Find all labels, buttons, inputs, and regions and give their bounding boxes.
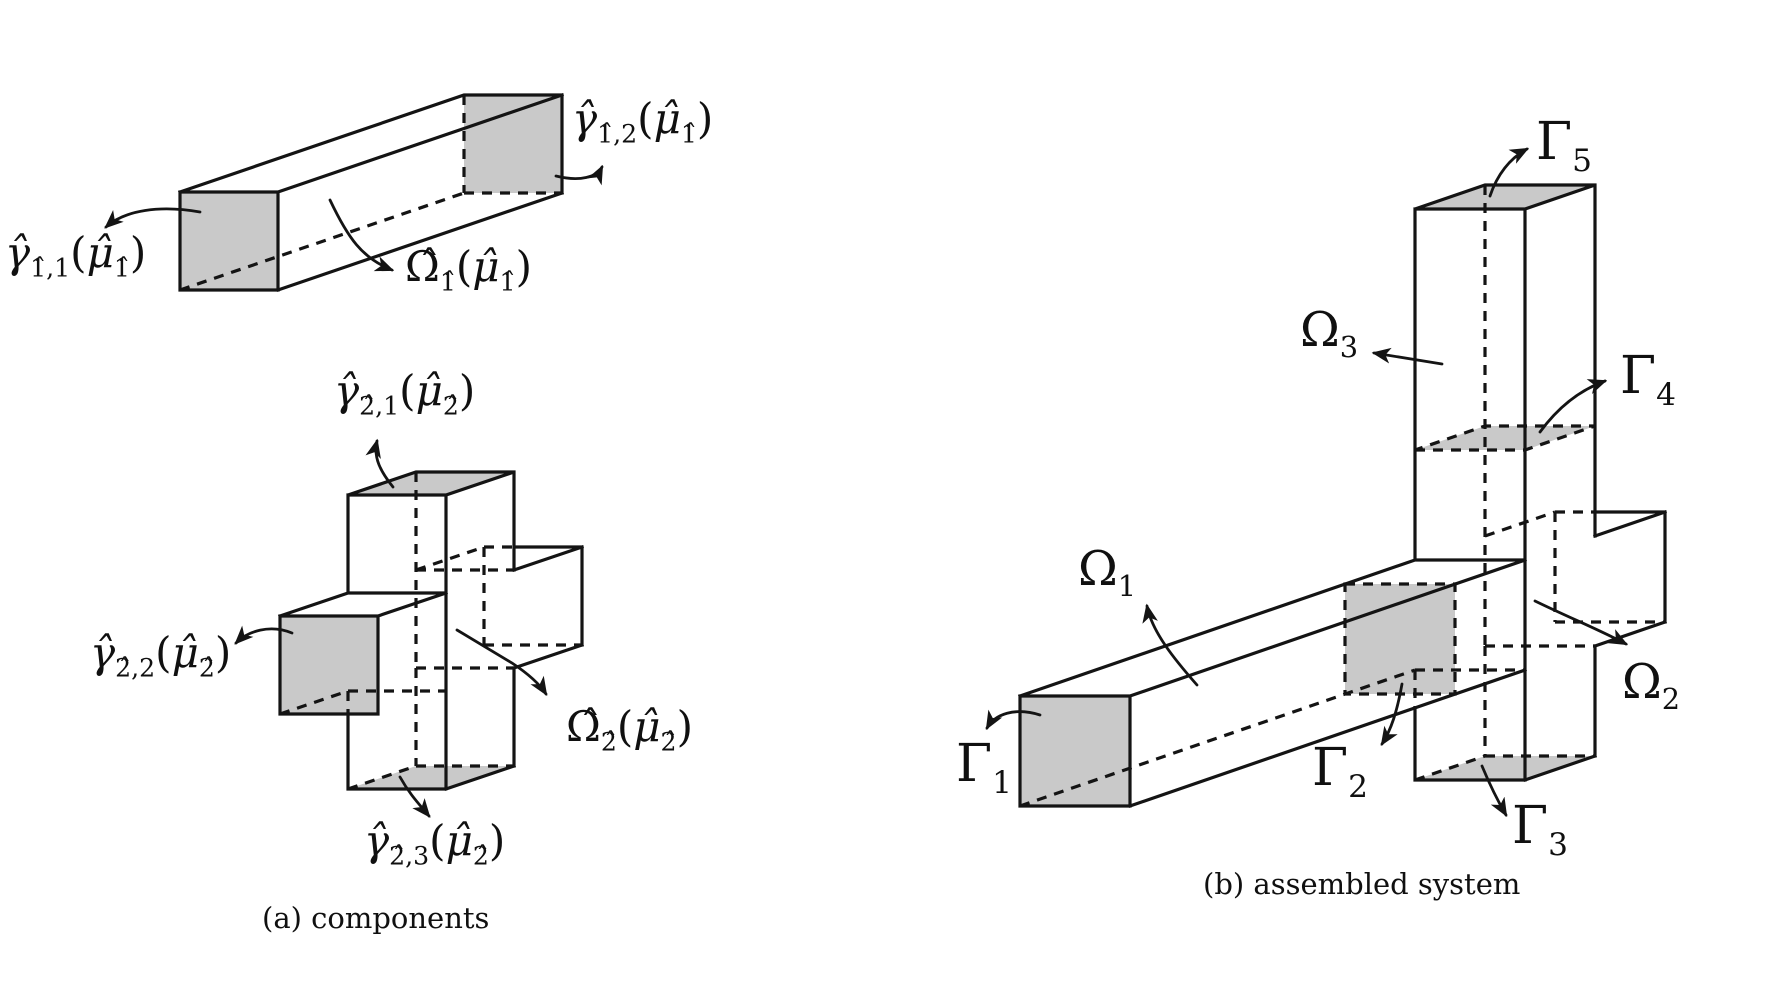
assembly-solid-edges	[1017, 183, 1668, 809]
gamma-1-2-face	[464, 95, 562, 193]
caption-b: (b) assembled system	[1203, 867, 1521, 901]
component-1-beam	[177, 92, 565, 293]
leader-arrows	[104, 147, 1629, 818]
big-omega-2-label: Ω2	[1622, 654, 1681, 716]
gamma-2-3-face	[348, 766, 514, 789]
big-gamma-4-arrow	[1538, 379, 1608, 434]
gamma-2-3-label: γ̂2̂,3(μ̂2̂)	[364, 816, 506, 871]
gamma-1-2-arrow	[554, 164, 604, 186]
interface-gamma-1-face	[1020, 696, 1130, 806]
big-gamma-3-label: Γ3	[1512, 796, 1568, 863]
interface-gamma-5-face	[1415, 185, 1595, 209]
omega-2-hat-label: Ω̂2̂(μ̂2̂)	[566, 702, 693, 757]
caption-a: (a) components	[262, 901, 490, 935]
big-omega-1-label: Ω1	[1078, 541, 1137, 603]
big-gamma-1-arrow	[985, 709, 1042, 731]
gamma-2-2-face	[280, 616, 378, 714]
gamma-2-3-arrow	[398, 775, 431, 818]
gamma-2-1-face	[348, 472, 514, 495]
gamma-1-1-label: γ̂1̂,1(μ̂1̂)	[5, 228, 147, 283]
big-gamma-1-label: Γ1	[956, 734, 1012, 801]
big-omega-2-arrow	[1533, 599, 1629, 646]
interface-gamma-4-face	[1415, 426, 1595, 450]
component-1-hidden-edges	[179, 95, 562, 292]
gamma-2-1-arrow	[365, 438, 395, 489]
assembled-system	[1017, 183, 1668, 809]
interface-gamma-3-face	[1415, 756, 1595, 780]
big-omega-3-arrow	[1371, 347, 1444, 366]
component-1-solid-edges	[177, 92, 565, 293]
big-gamma-4-label: Γ4	[1620, 346, 1676, 413]
gamma-2-1-label: γ̂2̂,1(μ̂2̂)	[334, 366, 476, 421]
big-gamma-2-label: Γ2	[1312, 738, 1368, 805]
component-2-solid-edges	[277, 470, 585, 792]
gamma-2-2-arrow	[234, 625, 294, 645]
omega-1-hat-label: Ω̂1̂(μ̂1̂)	[405, 242, 532, 297]
assembly-hidden-edges	[1019, 185, 1665, 808]
big-gamma-3-arrow	[1480, 764, 1508, 818]
big-gamma-5-label: Γ5	[1536, 112, 1592, 179]
interface-gamma-2-face	[1345, 584, 1455, 694]
component-2-junction	[277, 470, 585, 792]
gamma-1-2-label: γ̂1̂,2(μ̂1̂)	[572, 94, 714, 149]
big-omega-1-arrow	[1142, 603, 1199, 687]
big-omega-3-label: Ω3	[1300, 302, 1359, 364]
gamma-1-1-face	[180, 192, 278, 290]
big-gamma-5-arrow	[1488, 147, 1530, 198]
gamma-1-1-arrow	[104, 207, 202, 229]
omega-1-hat-arrow	[328, 198, 395, 272]
omega-2-hat-arrow	[455, 628, 548, 697]
big-gamma-2-arrow	[1380, 682, 1404, 746]
gamma-2-2-label: γ̂2̂,2(μ̂2̂)	[90, 628, 232, 683]
component-2-hidden-edges	[279, 472, 582, 791]
